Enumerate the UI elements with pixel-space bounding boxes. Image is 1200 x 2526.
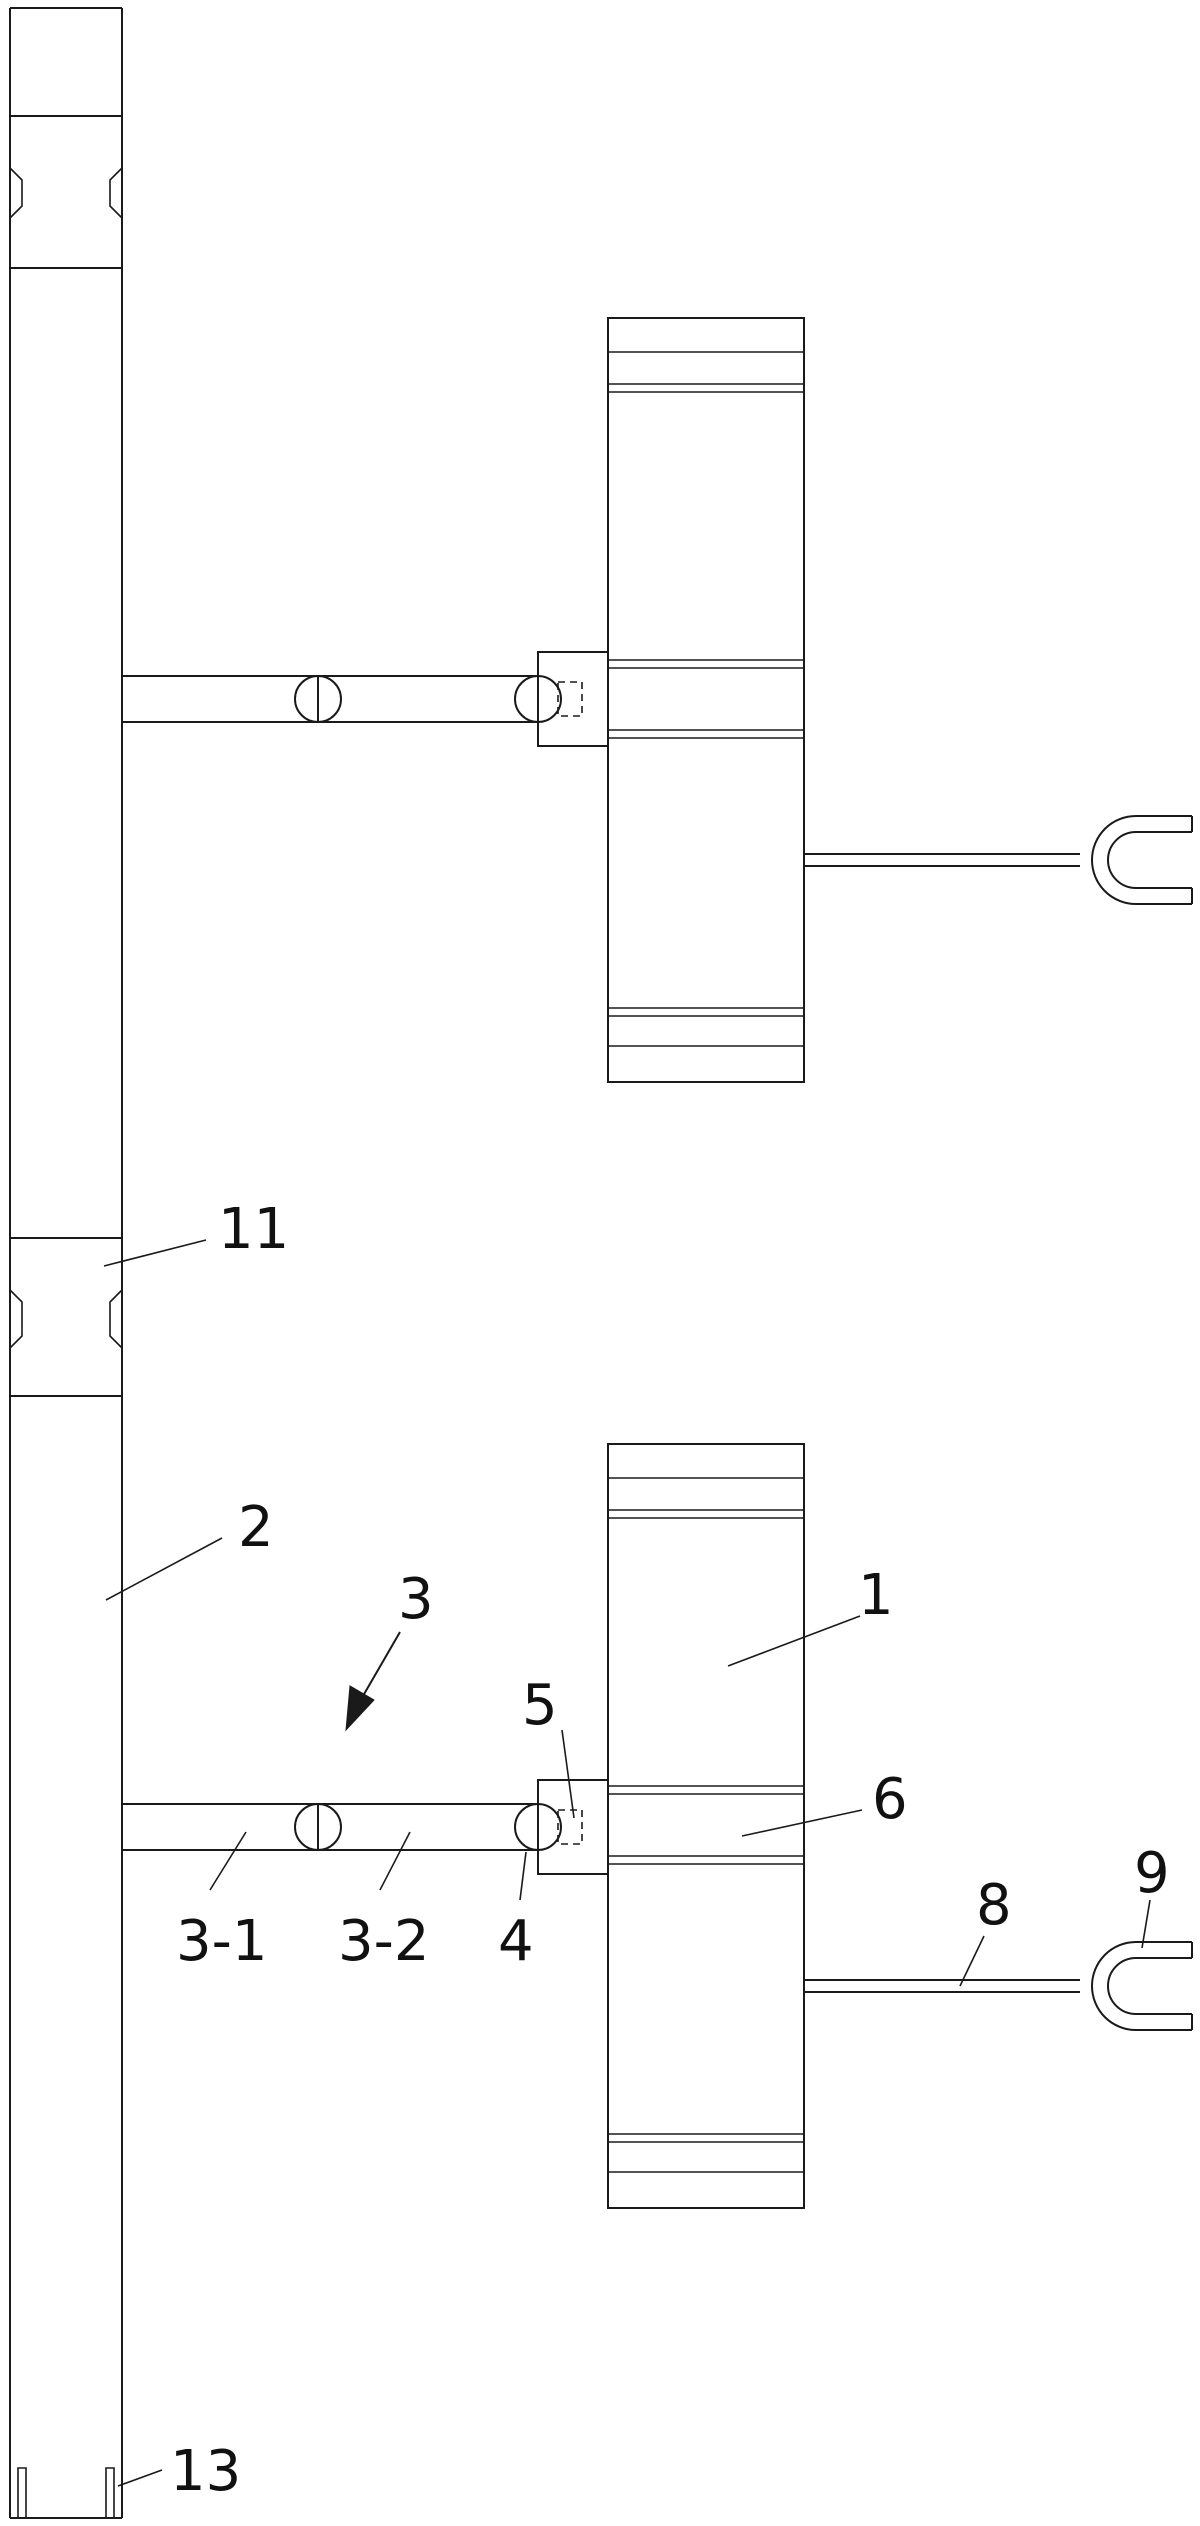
label-3-1: 3-1: [176, 1909, 267, 1974]
label-13: 13: [170, 2439, 241, 2504]
label-9: 9: [1134, 1841, 1170, 1906]
top-sleeve: [9, 115, 123, 269]
lower-rod-and-fork: [804, 1941, 1193, 2031]
label-2: 2: [238, 1495, 274, 1560]
label-11: 11: [218, 1197, 289, 1262]
upper-rod-and-fork: [804, 815, 1193, 905]
label-3-2: 3-2: [338, 1909, 429, 1974]
middle-sleeve: [9, 1237, 123, 1397]
lower-arm: [122, 1803, 562, 1851]
label-3: 3: [398, 1567, 434, 1632]
label-8: 8: [976, 1873, 1012, 1938]
lower-mount-block: [537, 1779, 609, 1875]
upper-arm: [122, 675, 562, 723]
upper-panel: [607, 317, 805, 1083]
vertical-post: [9, 7, 123, 2519]
label-4: 4: [498, 1909, 534, 1974]
arrow-3: [345, 1631, 401, 1732]
upper-mount-block: [537, 651, 609, 747]
label-5: 5: [522, 1673, 558, 1738]
label-6: 6: [872, 1767, 908, 1832]
bottom-slots: [17, 2467, 115, 2518]
label-1: 1: [858, 1563, 894, 1628]
lower-panel: [607, 1443, 805, 2209]
leader-lines: [103, 1239, 1151, 2487]
